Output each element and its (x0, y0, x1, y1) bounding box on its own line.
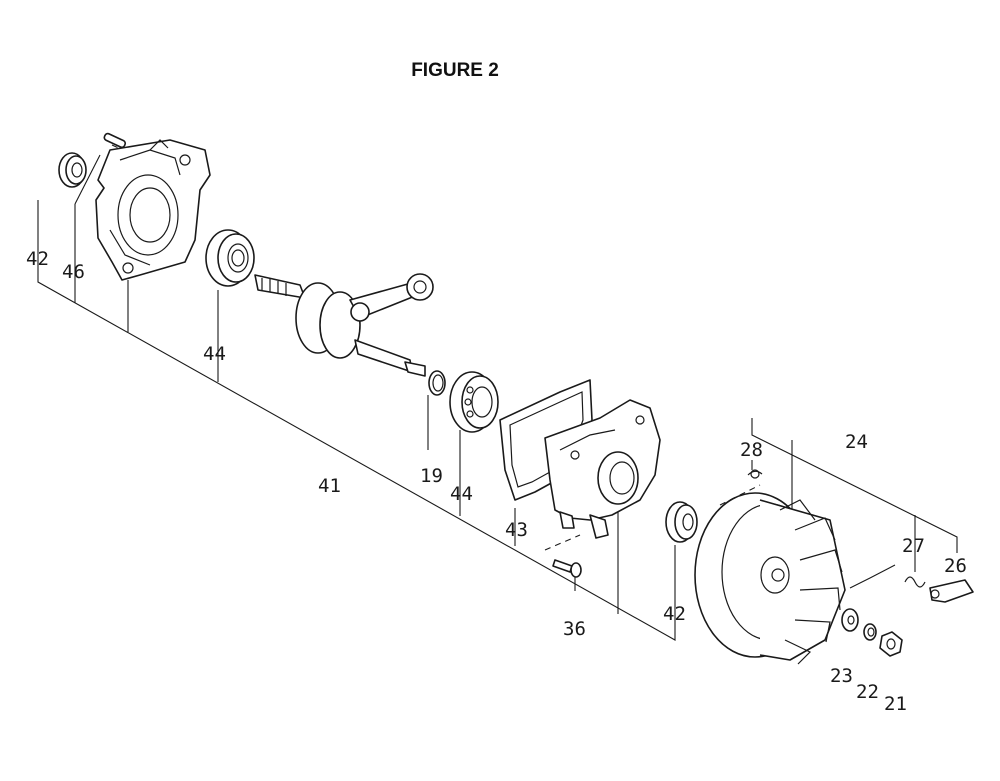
callout-44-right: 44 (450, 483, 473, 505)
callout-28: 28 (740, 439, 763, 461)
callout-43: 43 (505, 519, 528, 541)
callout-42-right: 42 (663, 603, 686, 625)
callout-44-left: 44 (203, 343, 226, 365)
bearing-right-part (449, 371, 499, 433)
callout-42-left: 42 (26, 248, 49, 270)
washer-19-part (428, 370, 446, 396)
callout-36: 36 (563, 618, 586, 640)
callout-27: 27 (902, 535, 925, 557)
crankcase-right-part (544, 399, 661, 539)
crankshaft-part (254, 273, 434, 377)
callout-26: 26 (944, 555, 967, 577)
leader-lines (37, 144, 958, 641)
callout-22: 22 (856, 681, 879, 703)
lock-washer-22-part (863, 623, 877, 641)
callout-41: 41 (318, 475, 341, 497)
crankcase-left-part (95, 139, 211, 281)
callout-46: 46 (62, 261, 85, 283)
callout-labels: 42 46 44 41 19 44 43 36 42 28 24 27 26 2… (26, 248, 967, 715)
callout-21: 21 (884, 693, 907, 715)
figure-title: FIGURE 2 (411, 60, 499, 81)
nut-21-part (879, 631, 903, 657)
pawl-26-part (929, 579, 974, 603)
bearing-left-part (205, 229, 255, 287)
callout-24: 24 (845, 431, 868, 453)
washer-23-part (841, 608, 859, 632)
oil-seal-left-part (58, 152, 87, 188)
spring-27-part (904, 576, 926, 588)
clip-28-part (747, 469, 763, 479)
flywheel-part (694, 492, 846, 665)
oil-seal-right-part (665, 501, 698, 543)
callout-23: 23 (830, 665, 853, 687)
dowel-pin-part (103, 132, 127, 149)
callout-19: 19 (420, 465, 443, 487)
screw-36-part (552, 559, 582, 578)
